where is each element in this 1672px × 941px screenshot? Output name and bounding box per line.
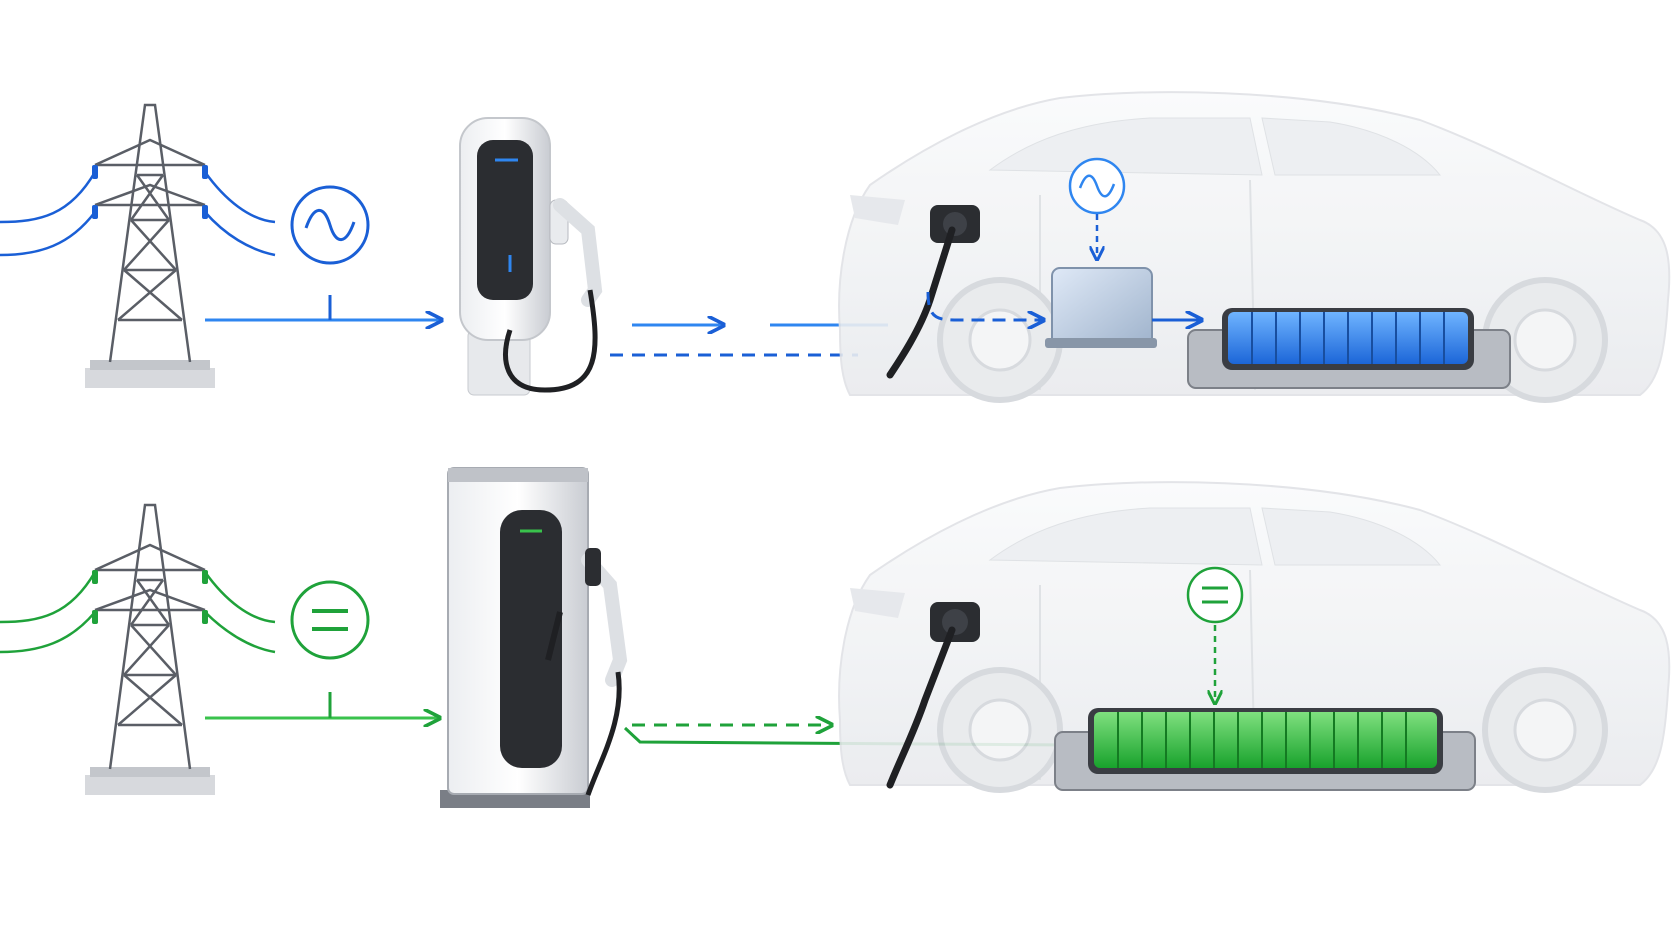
dc-car-icon <box>838 481 1671 793</box>
dc-pedestal-charger-icon <box>440 467 628 808</box>
ac-car-flow-arrows <box>926 291 1200 320</box>
dc-grid-arrow <box>205 692 438 718</box>
ac-wall-charger-icon <box>459 117 603 396</box>
ac-power-lines <box>0 171 276 257</box>
dc-row <box>0 467 1671 808</box>
dc-pylon-icon <box>85 503 215 795</box>
dc-battery-pack-icon <box>1054 708 1476 791</box>
ac-battery-pack-icon <box>1187 308 1511 389</box>
ac-pylon-icon <box>85 103 215 388</box>
ac-grid-arrow <box>205 295 440 320</box>
ac-onboard-converter-icon <box>1045 267 1157 348</box>
dc-symbol-icon <box>290 580 370 660</box>
dc-battery-symbol-icon <box>1186 566 1244 702</box>
ac-onboard-symbol-icon <box>1068 157 1126 258</box>
ac-symbol-icon <box>290 185 370 265</box>
ac-row <box>0 91 1671 403</box>
dc-power-lines <box>0 571 276 654</box>
dc-charge-port-icon <box>886 602 980 789</box>
